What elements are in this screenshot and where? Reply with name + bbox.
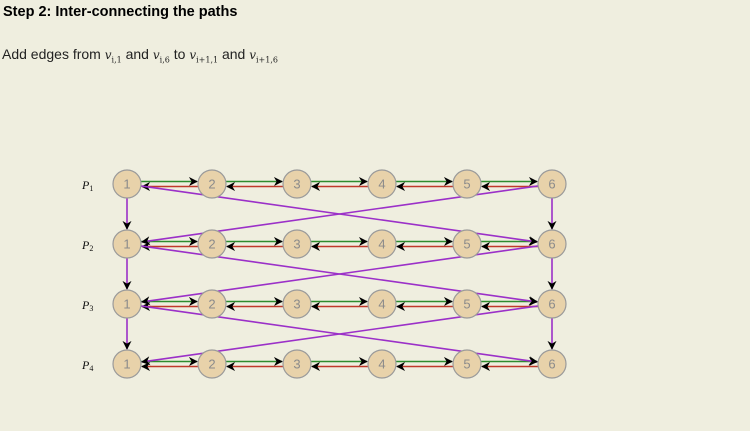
node-label: 2 [208,357,215,372]
graph-node: 2 [197,289,227,319]
edges-layer [122,177,557,371]
graph-node: 1 [112,289,142,319]
node-label: 5 [463,237,470,252]
node-label: 6 [548,297,555,312]
node-label: 2 [208,237,215,252]
node-label: 4 [378,297,385,312]
node-label: 6 [548,237,555,252]
graph-node: 1 [112,229,142,259]
step-description: Add edges from vi,1 and vi,6 to vi+1,1 a… [2,46,278,64]
var-vi6: vi,6 [152,48,170,65]
graph-node: 4 [367,289,397,319]
graph-node: 3 [282,289,312,319]
node-label: 3 [293,177,300,192]
graph-node: 3 [282,229,312,259]
node-label: 3 [293,297,300,312]
node-label: 5 [463,297,470,312]
graph-node: 5 [452,349,482,379]
node-label: 4 [378,237,385,252]
nodes-layer: 1 2 3 4 5 6 1 2 3 4 5 6 1 2 3 4 5 6 1 2 3 4 5 6 [112,169,567,379]
node-label: 4 [378,177,385,192]
path-row-label: P2 [81,238,93,253]
path-row-label: P1 [81,178,93,193]
graph-node: 6 [537,349,567,379]
graph-node: 4 [367,229,397,259]
graph-node: 6 [537,169,567,199]
var-vi1-6: vi+1,6 [249,48,278,65]
graph-node: 5 [452,289,482,319]
graph-node: 6 [537,289,567,319]
node-label: 6 [548,357,555,372]
description-prefix: Add edges from [2,46,101,62]
var-vi1-1: vi+1,1 [189,48,219,65]
node-label: 3 [293,237,300,252]
graph-node: 5 [452,169,482,199]
graph-node: 3 [282,349,312,379]
graph-node: 5 [452,229,482,259]
node-label: 5 [463,357,470,372]
node-label: 4 [378,357,385,372]
node-label: 3 [293,357,300,372]
graph-node: 1 [112,169,142,199]
graph-node: 6 [537,229,567,259]
graph-node: 4 [367,349,397,379]
node-label: 1 [123,237,130,252]
node-label: 1 [123,357,130,372]
node-label: 5 [463,177,470,192]
path-row-label: P3 [81,298,93,313]
graph-node: 4 [367,169,397,199]
node-label: 1 [123,297,130,312]
var-vi1: vi,1 [104,48,122,65]
node-label: 2 [208,297,215,312]
graph-node: 2 [197,229,227,259]
step-title: Step 2: Inter-connecting the paths [3,4,238,20]
graph-node: 2 [197,169,227,199]
description-to: to [173,46,186,62]
node-label: 6 [548,177,555,192]
path-row-label: P4 [81,358,93,373]
graph-node: 2 [197,349,227,379]
description-and-1: and [125,46,149,62]
node-label: 2 [208,177,215,192]
graph-node: 1 [112,349,142,379]
graph-node: 3 [282,169,312,199]
node-label: 1 [123,177,130,192]
description-and-2: and [221,46,246,62]
